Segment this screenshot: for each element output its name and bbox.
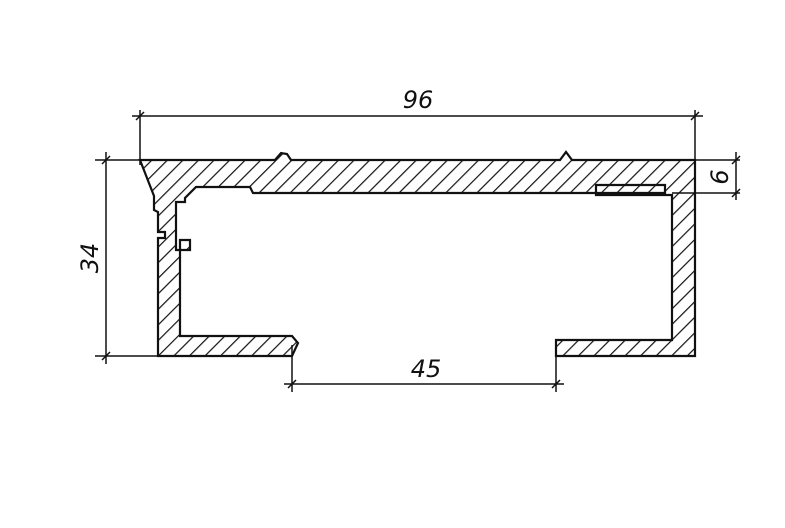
thickness-label: 6 [706,169,734,184]
dimension-overall-width: 96 [132,86,703,165]
height-label: 34 [76,243,104,274]
dimension-opening-width: 45 [284,345,564,392]
dimension-overall-height: 34 [76,152,158,364]
dimension-wall-thickness: 6 [672,152,741,200]
profile-section [138,150,697,358]
opening-label: 45 [411,355,442,383]
width-label: 96 [403,86,434,114]
